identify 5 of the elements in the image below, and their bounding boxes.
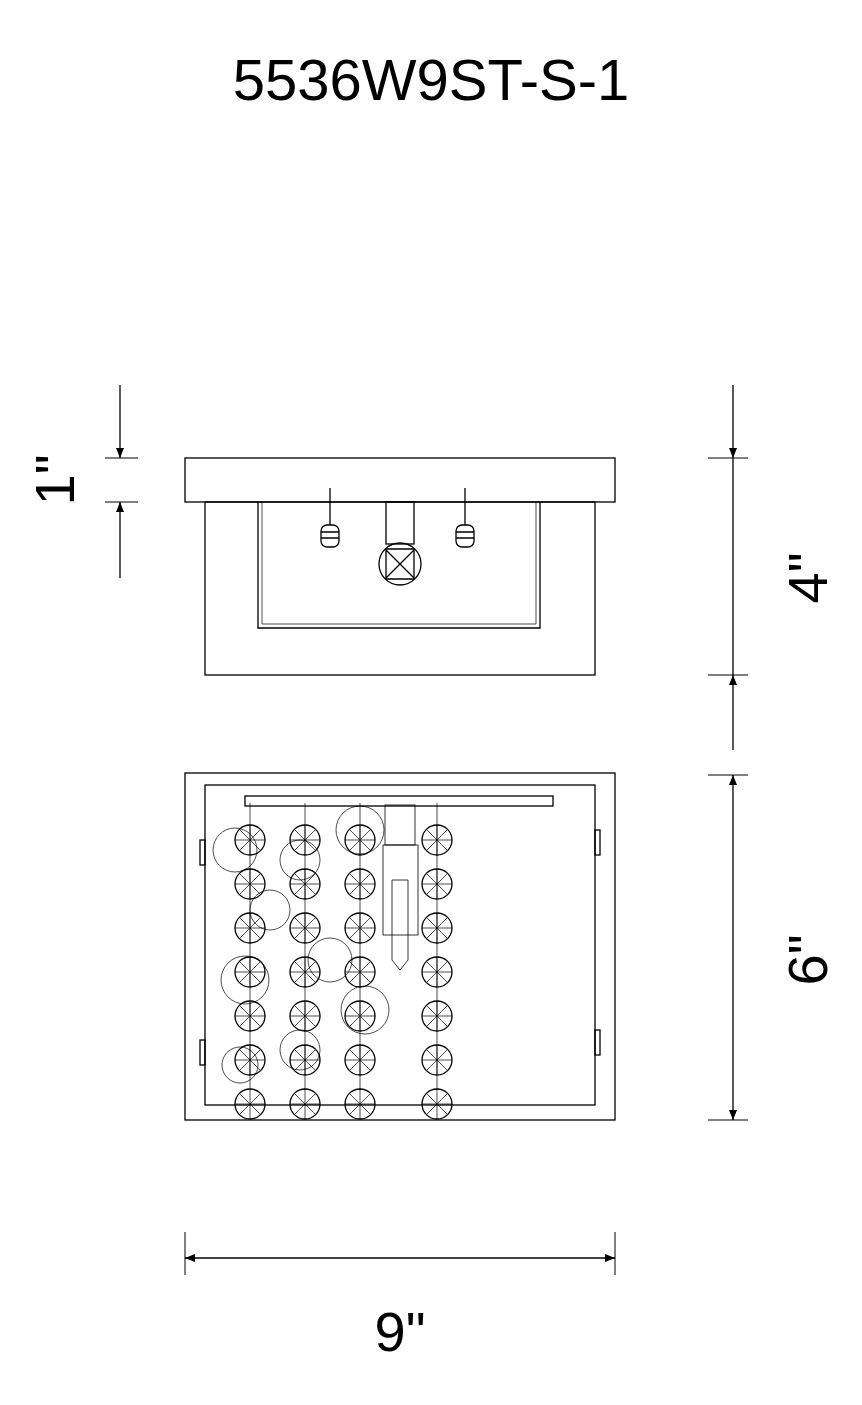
dimension-label: 4"	[780, 552, 836, 604]
dimension-label: 1"	[27, 454, 83, 506]
title: 5536W9ST-S-1	[232, 51, 630, 109]
dimension-label: 9"	[374, 1304, 426, 1360]
dimension-label: 6"	[780, 934, 836, 986]
